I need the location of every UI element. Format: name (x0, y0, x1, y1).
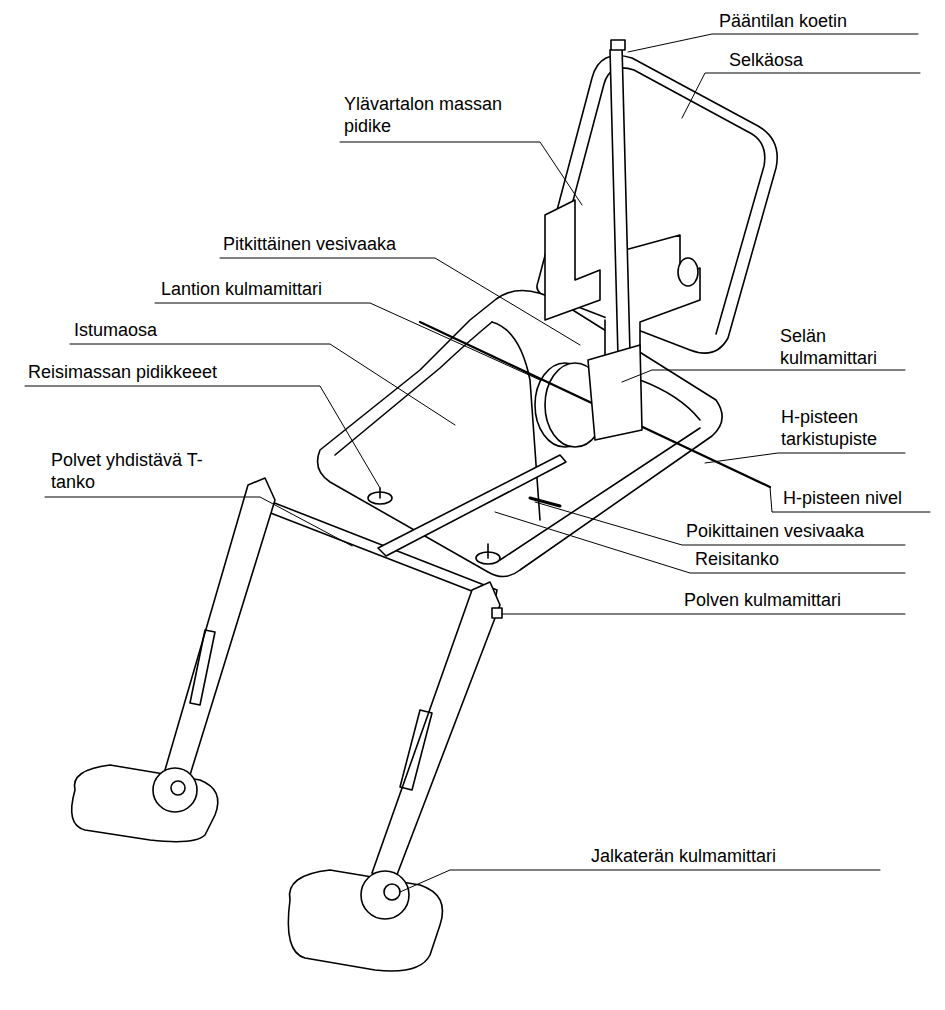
part-label: H-pisteen tarkistupiste (780, 406, 907, 450)
part-label: H-pisteen nivel (782, 487, 903, 509)
part-label: Selän kulmamittari (779, 325, 906, 369)
part-label: Reisitanko (694, 548, 780, 570)
part-label: Reisimassan pidikkeeet (27, 361, 218, 383)
part-label: Pääntilan koetin (718, 10, 848, 32)
part-label: Polven kulmamittari (683, 589, 842, 611)
part-label: Lantion kulmamittari (160, 278, 323, 300)
part-label: Jalkaterän kulmamittari (590, 845, 777, 867)
part-label: Istumaosa (73, 319, 158, 341)
part-label: Pitkittäinen vesivaaka (222, 233, 397, 255)
part-label: Poikittainen vesivaaka (685, 520, 865, 542)
part-label: Selkäosa (728, 49, 804, 71)
part-label: Ylävartalon massan pidike (343, 93, 520, 137)
part-label: Polvet yhdistävä T-tanko (50, 449, 212, 493)
